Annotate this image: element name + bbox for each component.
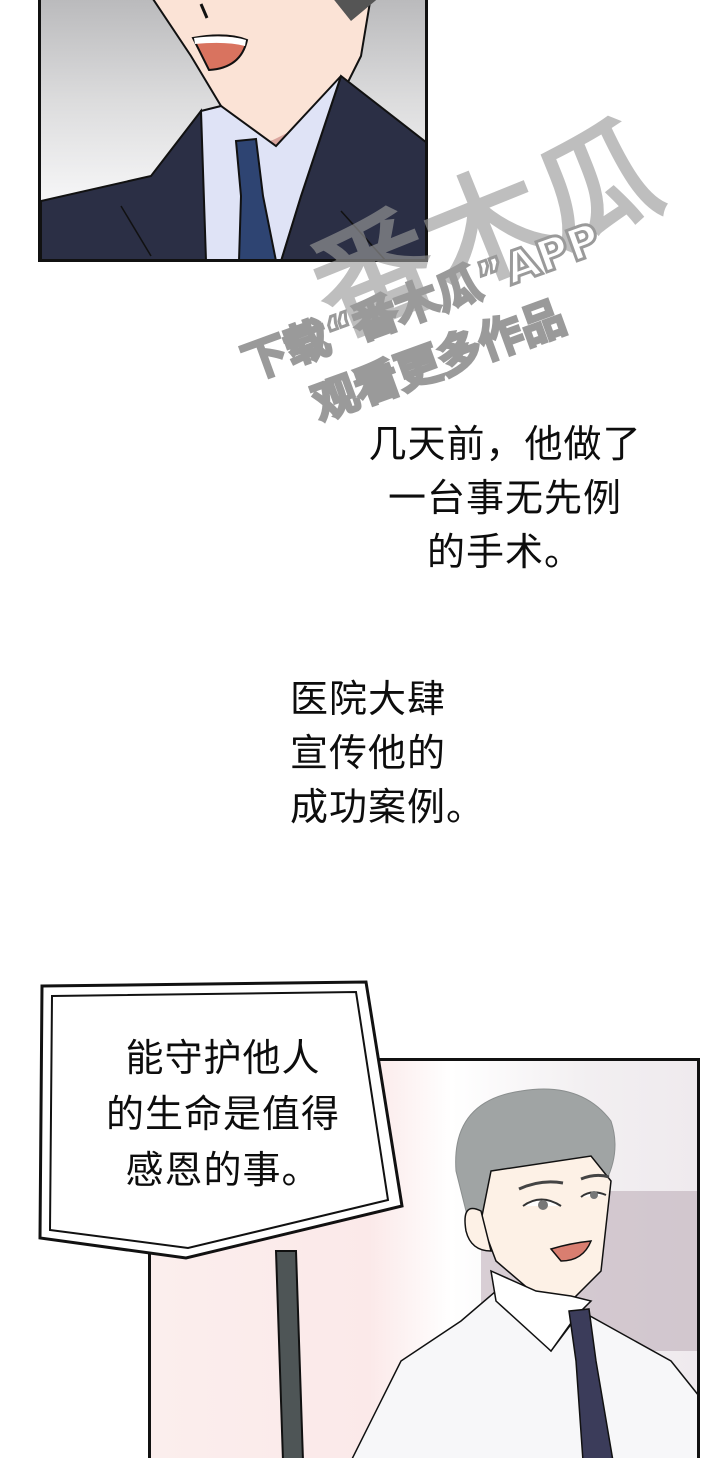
caption-line: 的生命是值得 [105, 1092, 340, 1136]
caption-box [38, 980, 404, 1260]
narration-block-1: 几天前，他做了 一台事无先例 的手术。 [320, 417, 690, 579]
suit-man-illustration [41, 0, 425, 259]
comic-panel-bottom [148, 1058, 700, 1458]
comic-panel-top [38, 0, 428, 262]
narration-block-2: 医院大肆 宣传他的 成功案例。 [290, 672, 530, 834]
narration-line: 几天前，他做了 [368, 422, 642, 466]
narration-line: 一台事无先例 [387, 476, 622, 520]
caption-line: 能守护他人 [125, 1036, 321, 1080]
narration-line: 宣传他的 [290, 731, 447, 775]
narration-line: 的手术。 [426, 530, 583, 574]
watermark-line2: 观看更多作品 [306, 292, 572, 430]
caption-line: 感恩的事。 [125, 1148, 321, 1192]
doctor-illustration [274, 1088, 697, 1458]
caption-text: 能守护他人 的生命是值得 感恩的事。 [68, 1030, 378, 1198]
narration-line: 成功案例。 [290, 785, 486, 829]
narration-line: 医院大肆 [290, 677, 447, 721]
